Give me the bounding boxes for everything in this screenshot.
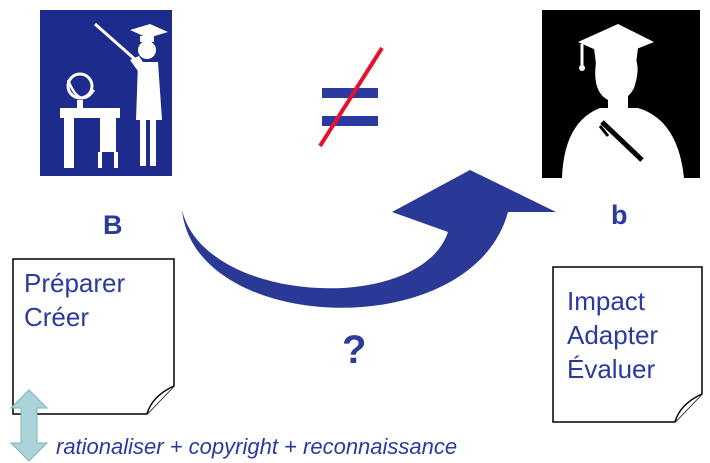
teacher-icon [60,22,168,168]
teacher-pictogram [40,10,172,176]
right-note: Impact Adapter Évaluer [567,284,658,386]
left-note-shape [12,258,175,415]
question-mark: ? [342,328,367,372]
arrow-label: réponse [291,254,365,275]
letter-student: b [611,200,628,230]
right-action-3: Évaluer [567,354,656,384]
right-action-1: Impact [567,286,646,316]
left-action-2: Créer [24,302,90,332]
not-equal-icon [318,46,384,148]
right-action-2: Adapter [567,320,659,350]
right-note-shape [552,266,703,423]
double-arrow-icon [9,389,49,462]
left-action-1: Préparer [24,268,126,298]
graduate-icon [562,24,684,178]
footer-text: rationaliser + copyright + reconnaissanc… [56,434,458,459]
left-note: Préparer Créer [24,266,125,334]
graduate-pictogram [542,10,700,178]
letter-teacher: B [103,210,123,240]
